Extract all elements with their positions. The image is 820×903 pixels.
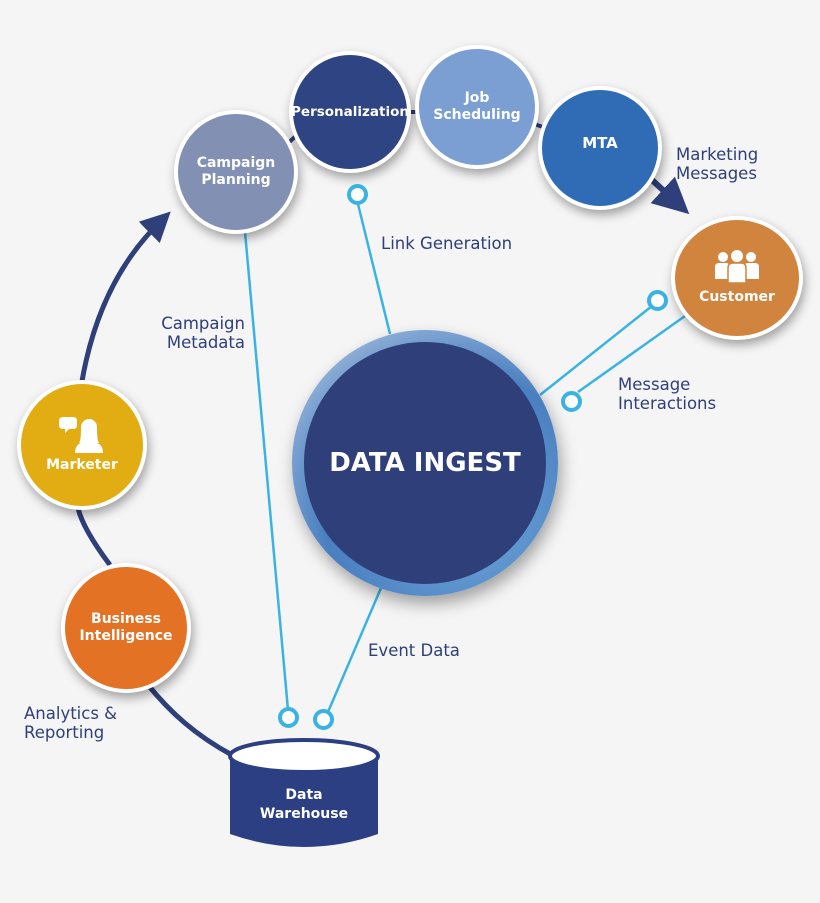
node-personalization: Personalization (289, 51, 411, 173)
connector-event-data (326, 587, 383, 713)
ring-customer-left (647, 290, 668, 311)
person-speech-icon (59, 417, 103, 454)
label-marketing-messages-line2: Messages (676, 164, 757, 183)
node-marketer: Marketer (17, 380, 147, 510)
arrow-warehouse-to-bi (146, 683, 234, 758)
node-data-warehouse-line1: Data (285, 787, 323, 803)
node-campaign-planning: Campaign Planning (174, 110, 298, 234)
ring-warehouse-right (313, 709, 334, 730)
node-campaign-planning-line2: Planning (201, 172, 271, 188)
node-customer: Customer (671, 216, 803, 340)
node-marketer-label: Marketer (46, 457, 118, 474)
label-event-data: Event Data (368, 641, 460, 660)
arrow-mta-to-customer (649, 176, 690, 215)
node-data-ingest: DATA INGEST (292, 330, 558, 596)
database-cylinder-icon (228, 738, 380, 847)
node-job-scheduling-line2: Scheduling (433, 107, 521, 123)
node-mta: MTA (538, 86, 662, 210)
label-event-data-text: Event Data (368, 641, 460, 660)
node-business-intelligence: Business Intelligence (61, 563, 191, 693)
label-campaign-metadata: Campaign Metadata (155, 314, 245, 352)
label-link-generation: Link Generation (381, 234, 512, 253)
label-message-interactions-line1: Message (618, 375, 691, 394)
ring-warehouse-left (278, 707, 299, 728)
connector-message-interactions-2 (577, 314, 686, 394)
label-analytics-reporting-line2: Reporting (24, 723, 105, 742)
people-group-icon (715, 250, 759, 284)
label-campaign-metadata-line1: Campaign (161, 314, 245, 333)
node-data-warehouse-line2: Warehouse (259, 806, 349, 822)
node-job-scheduling: Job Scheduling (415, 45, 539, 169)
node-job-scheduling-line1: Job (464, 89, 490, 106)
node-data-ingest-label: DATA INGEST (329, 448, 521, 478)
label-message-interactions: Message Interactions (618, 375, 716, 413)
node-data-warehouse: Data Warehouse (228, 738, 380, 854)
label-analytics-reporting-line1: Analytics & (24, 704, 118, 723)
connector-message-interactions-1 (539, 305, 653, 396)
node-data-ingest-core: DATA INGEST (304, 342, 546, 584)
ring-message-interactions (561, 391, 582, 412)
label-campaign-metadata-line2: Metadata (166, 333, 245, 352)
node-bi-line1: Business (91, 610, 161, 627)
node-bi-line2: Intelligence (79, 628, 173, 644)
arrow-bi-to-marketer (75, 507, 113, 567)
node-campaign-planning-line1: Campaign (196, 154, 276, 171)
connector-link-generation (355, 199, 392, 335)
label-message-interactions-line2: Interactions (618, 394, 717, 413)
node-mta-label: MTA (582, 133, 618, 152)
label-analytics-reporting: Analytics & Reporting (24, 704, 117, 742)
node-customer-label: Customer (699, 289, 775, 306)
connector-campaign-metadata (243, 231, 290, 711)
node-personalization-label: Personalization (291, 103, 409, 120)
label-link-generation-text: Link Generation (381, 234, 513, 253)
ring-link-generation (347, 184, 368, 205)
label-marketing-messages-line1: Marketing (676, 145, 759, 164)
node-data-warehouse-label: Data Warehouse (228, 786, 380, 824)
label-marketing-messages: Marketing Messages (676, 145, 758, 183)
